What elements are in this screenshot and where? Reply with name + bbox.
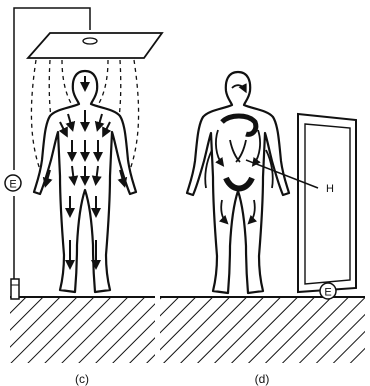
human-figure-d [187, 72, 289, 293]
ground-hatch-left [10, 297, 155, 363]
electrode-c-label: E [9, 179, 16, 191]
caption-c: (c) [75, 372, 89, 386]
electrode-d-label: E [324, 287, 331, 299]
callout-label-h: H [326, 183, 334, 195]
ground-hatch-right [160, 297, 365, 363]
metal-plate-inner [305, 124, 350, 284]
ground-rod [11, 279, 19, 299]
plate-connector [83, 38, 97, 44]
caption-d: (d) [255, 372, 270, 386]
ceiling-plate [28, 33, 162, 58]
